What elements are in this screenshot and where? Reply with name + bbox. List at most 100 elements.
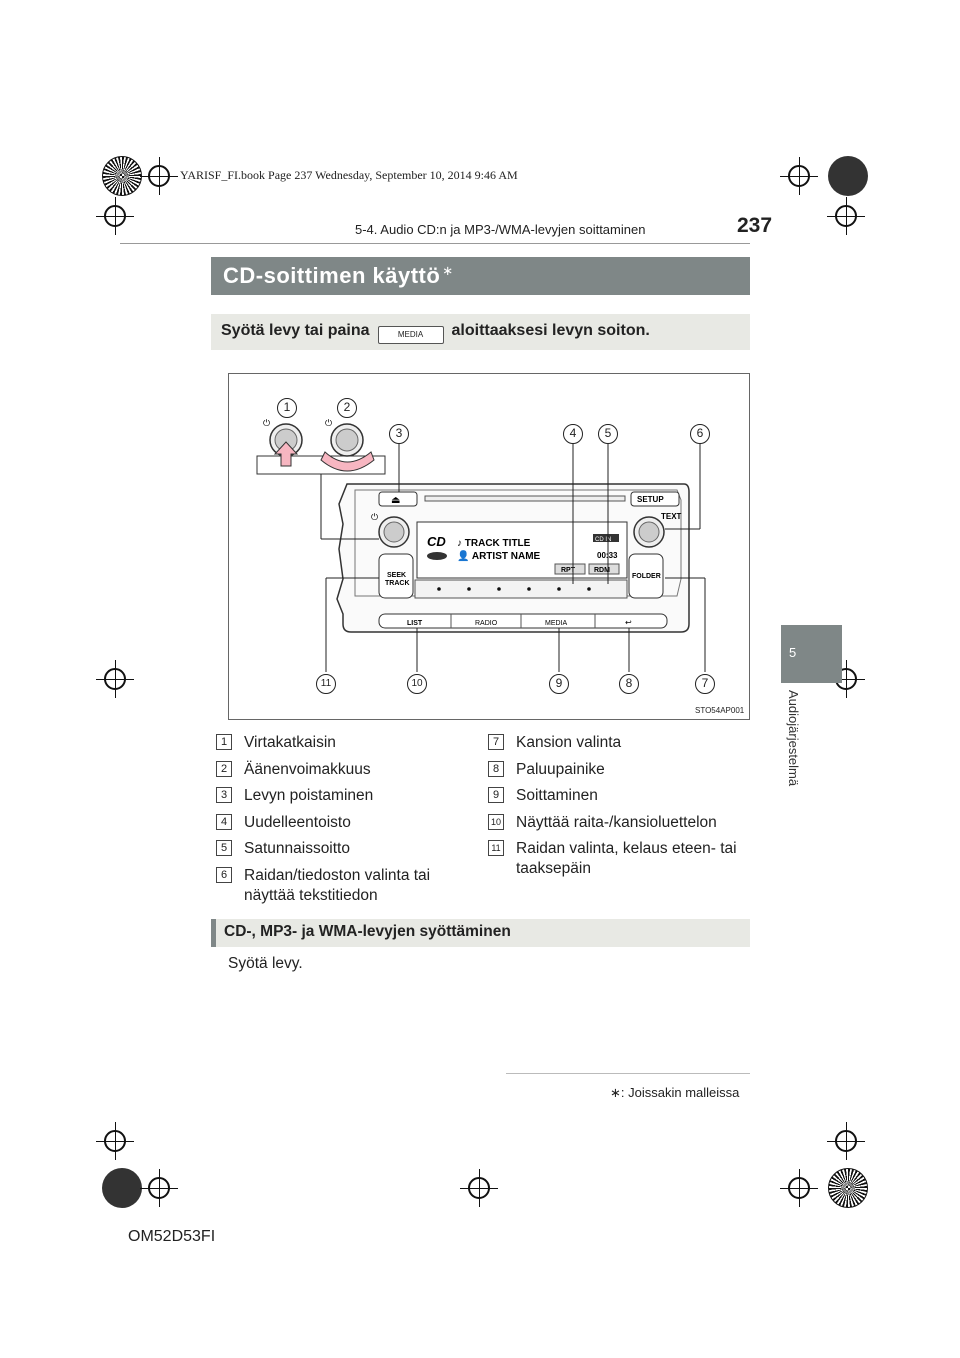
svg-text:CD IN: CD IN xyxy=(595,537,611,543)
instruction-before: Syötä levy tai paina xyxy=(221,322,370,339)
audio-panel-illustration: ⏻ ⏻ ⏏ SETUP ⏻ TEXT CD ♪ TRACK TITLE 👤 AR… xyxy=(256,418,706,672)
footnote: ∗: Joissakin malleissa xyxy=(610,1085,739,1101)
callout-1: 1 xyxy=(277,398,297,418)
callout-3: 3 xyxy=(389,424,409,444)
callout-8: 8 xyxy=(619,674,639,694)
svg-text:TRACK: TRACK xyxy=(385,580,410,587)
audio-panel-figure: ⏻ ⏻ ⏏ SETUP ⏻ TEXT CD ♪ TRACK TITLE 👤 AR… xyxy=(228,373,750,720)
legend-item: 9 Soittaminen xyxy=(488,786,750,806)
svg-text:RPT: RPT xyxy=(561,567,576,574)
svg-text:⏻: ⏻ xyxy=(325,418,332,428)
callout-10: 10 xyxy=(407,674,427,694)
registration-crosshair-icon xyxy=(140,1169,178,1207)
registration-crosshair-icon xyxy=(460,1169,498,1207)
registration-crosshair-icon xyxy=(827,197,865,235)
subsection-title: CD-, MP3- ja WMA-levyjen syöttäminen xyxy=(211,919,750,947)
callout-7: 7 xyxy=(695,674,715,694)
registration-star-icon xyxy=(102,156,142,196)
legend-text: Soittaminen xyxy=(516,787,598,804)
legend-number: 1 xyxy=(216,734,232,750)
legend-text: Levyn poistaminen xyxy=(244,787,374,804)
legend-number: 6 xyxy=(216,867,232,883)
callout-4: 4 xyxy=(563,424,583,444)
legend-text: Kansion valinta xyxy=(516,734,622,751)
svg-text:RDM: RDM xyxy=(594,567,610,574)
legend-number: 4 xyxy=(216,814,232,830)
registration-crosshair-icon xyxy=(96,660,134,698)
legend-number: 2 xyxy=(216,761,232,777)
registration-crosshair-icon xyxy=(96,197,134,235)
svg-text:RADIO: RADIO xyxy=(475,620,498,627)
footnote-mark: ∗ xyxy=(610,1085,621,1100)
legend-number: 5 xyxy=(216,840,232,856)
svg-text:♪ TRACK TITLE: ♪ TRACK TITLE xyxy=(457,538,531,549)
callout-5: 5 xyxy=(598,424,618,444)
svg-text:↩: ↩ xyxy=(625,618,632,627)
legend-number: 3 xyxy=(216,787,232,803)
legend-item: 7 Kansion valinta xyxy=(488,733,750,753)
legend-text: Uudelleentoisto xyxy=(244,814,351,831)
legend-text: Paluupainike xyxy=(516,761,605,778)
svg-text:CD: CD xyxy=(427,534,446,549)
legend-text: Raidan valinta, kelaus eteen- tai taakse… xyxy=(516,840,737,877)
svg-text:👤 ARTIST NAME: 👤 ARTIST NAME xyxy=(457,549,541,562)
figure-code: STO54AP001 xyxy=(695,706,745,715)
svg-text:SEEK: SEEK xyxy=(387,572,406,579)
registration-dot-icon xyxy=(828,156,868,196)
svg-text:⏻: ⏻ xyxy=(263,418,270,428)
svg-text:FOLDER: FOLDER xyxy=(632,573,661,580)
legend-number: 8 xyxy=(488,761,504,777)
legend-text: Raidan/tiedoston valinta tai näyttää tek… xyxy=(244,867,431,904)
legend-number: 10 xyxy=(488,814,504,830)
page-title: CD-soittimen käyttö∗ xyxy=(211,257,750,295)
page-number: 237 xyxy=(737,214,773,237)
svg-text:TEXT: TEXT xyxy=(661,512,682,521)
svg-text:⏻: ⏻ xyxy=(371,512,378,522)
legend-item: 4 Uudelleentoisto xyxy=(216,813,456,833)
legend-text: Näyttää raita-/kansioluettelon xyxy=(516,814,717,831)
legend-number: 7 xyxy=(488,734,504,750)
registration-dot-icon xyxy=(102,1168,142,1208)
registration-crosshair-icon xyxy=(96,1122,134,1160)
header-rule xyxy=(120,243,750,244)
callout-11: 11 xyxy=(316,674,336,694)
footnote-text: : Joissakin malleissa xyxy=(620,1085,740,1100)
registration-star-icon xyxy=(828,1168,868,1208)
page-title-text: CD-soittimen käyttö xyxy=(223,263,441,288)
legend-number: 11 xyxy=(488,840,504,856)
legend-item: 1 Virtakatkaisin xyxy=(216,733,456,753)
legend-item: 3 Levyn poistaminen xyxy=(216,786,456,806)
media-key-icon: MEDIA xyxy=(377,326,444,344)
subsection-body: Syötä levy. xyxy=(228,955,303,972)
svg-text:MEDIA: MEDIA xyxy=(545,620,568,627)
chapter-tab: 5 xyxy=(781,625,842,683)
svg-text:LIST: LIST xyxy=(407,620,423,627)
legend-item: 11 Raidan valinta, kelaus eteen- tai taak… xyxy=(488,839,750,879)
legend-item: 10 Näyttää raita-/kansioluettelon xyxy=(488,813,750,833)
chapter-label: Audiojärjestelmä xyxy=(786,690,801,787)
section-path: 5-4. Audio CD:n ja MP3-/WMA-levyjen soit… xyxy=(355,222,646,237)
instruction-bar: Syötä levy tai paina MEDIA aloittaaksesi l… xyxy=(211,314,750,350)
footnote-rule xyxy=(506,1073,750,1074)
legend-item: 6 Raidan/tiedoston valinta tai näyttää te… xyxy=(216,866,461,906)
legend-item: 2 Äänenvoimakkuus xyxy=(216,760,456,780)
footnote-mark: ∗ xyxy=(442,263,454,278)
callout-6: 6 xyxy=(690,424,710,444)
registration-crosshair-icon xyxy=(780,157,818,195)
callout-9: 9 xyxy=(549,674,569,694)
setup-label: SETUP xyxy=(637,495,664,504)
book-meta: YARISF_FI.book Page 237 Wednesday, Septe… xyxy=(180,168,518,182)
legend-item: 8 Paluupainike xyxy=(488,760,750,780)
registration-crosshair-icon xyxy=(827,1122,865,1160)
legend-text: Satunnaissoitto xyxy=(244,840,350,857)
legend-text: Virtakatkaisin xyxy=(244,734,336,751)
registration-crosshair-icon xyxy=(140,157,178,195)
registration-crosshair-icon xyxy=(780,1169,818,1207)
legend-item: 5 Satunnaissoitto xyxy=(216,839,456,859)
callout-2: 2 xyxy=(337,398,357,418)
legend-number: 9 xyxy=(488,787,504,803)
legend-text: Äänenvoimakkuus xyxy=(244,761,371,778)
instruction-after: aloittaaksesi levyn soiton. xyxy=(451,322,650,339)
footer-code: OM52D53FI xyxy=(128,1228,216,1245)
svg-text:⏏: ⏏ xyxy=(391,495,400,506)
